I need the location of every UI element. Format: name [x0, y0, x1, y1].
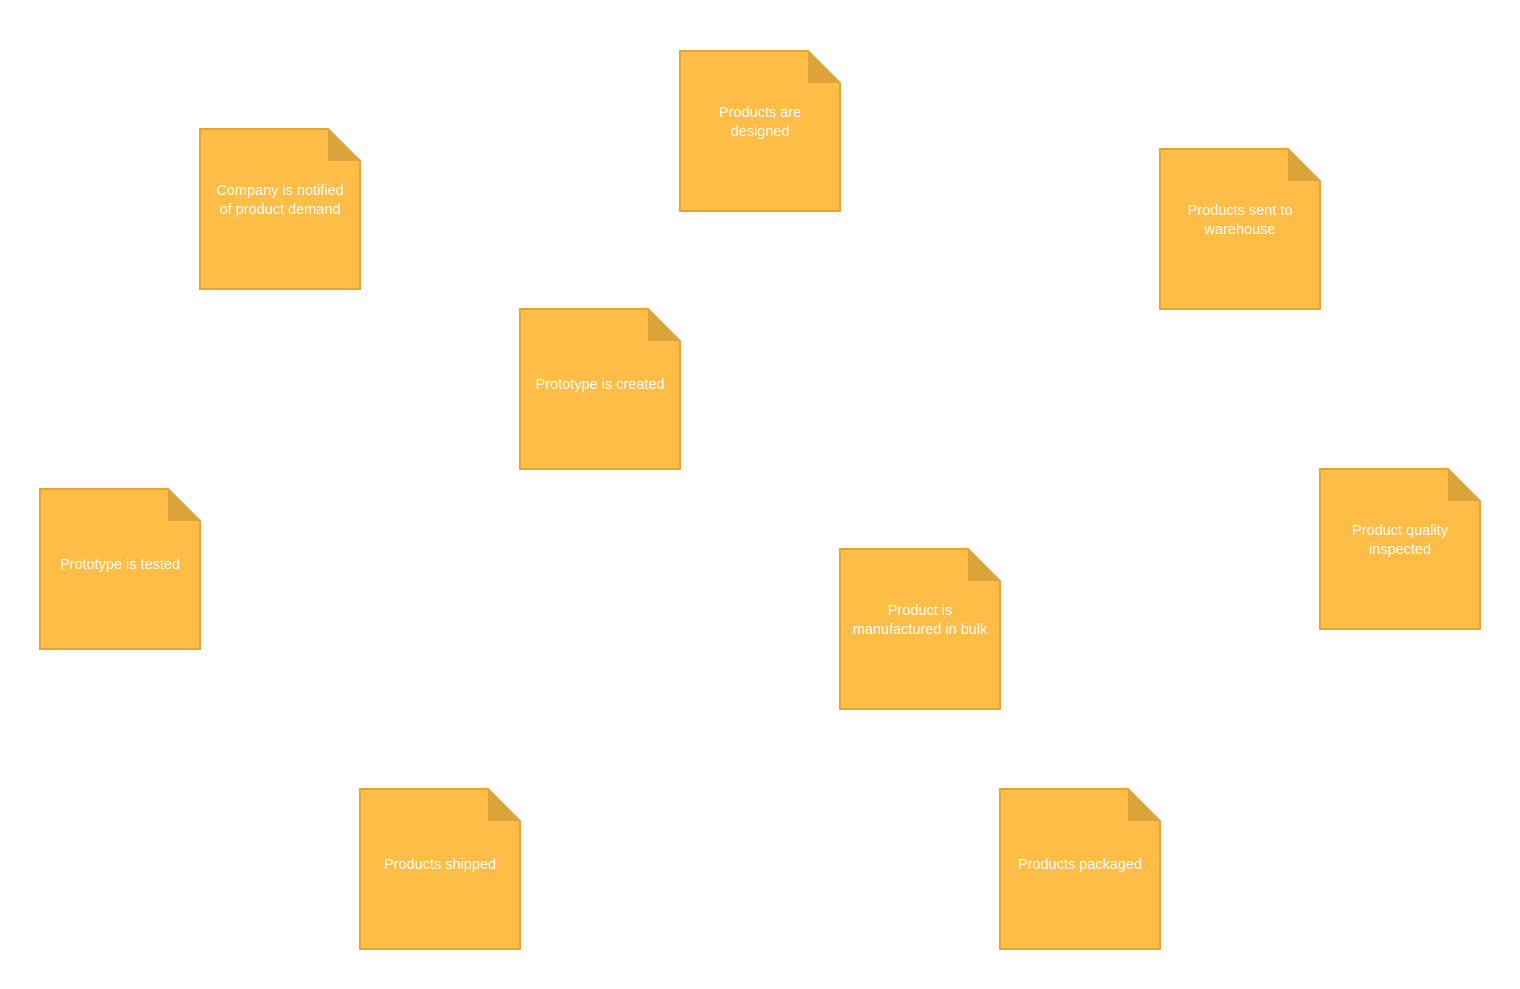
note-shape: [679, 50, 841, 212]
note-shape: [1319, 468, 1481, 630]
sticky-note-prototype-created[interactable]: Prototype is created: [519, 308, 681, 470]
note-label: Product is manufactured in bulk: [852, 603, 988, 638]
sticky-note-products-designed[interactable]: Products are designed: [679, 50, 841, 212]
note-label: Products are designed: [718, 105, 802, 140]
note-shape: [999, 788, 1161, 950]
note-shape: [39, 488, 201, 650]
sticky-note-company-notified[interactable]: Company is notified of product demand: [199, 128, 361, 290]
sticky-note-quality-inspected[interactable]: Product quality inspected: [1319, 468, 1481, 630]
note-label: Products shipped: [383, 856, 497, 873]
note-shape: [359, 788, 521, 950]
note-label: Prototype is created: [535, 376, 665, 393]
note-shape: [839, 548, 1001, 710]
note-label: Company is notified of product demand: [216, 183, 344, 218]
note-shape: [519, 308, 681, 470]
note-label: Products packaged: [1017, 856, 1143, 873]
sticky-note-sent-to-warehouse[interactable]: Products sent to warehouse: [1159, 148, 1321, 310]
note-shape: [199, 128, 361, 290]
sticky-note-products-shipped[interactable]: Products shipped: [359, 788, 521, 950]
sticky-note-manufactured-in-bulk[interactable]: Product is manufactured in bulk: [839, 548, 1001, 710]
note-label: Products sent to warehouse: [1187, 203, 1293, 238]
note-label: Product quality inspected: [1352, 523, 1448, 558]
sticky-note-products-packaged[interactable]: Products packaged: [999, 788, 1161, 950]
note-shape: [1159, 148, 1321, 310]
note-label: Prototype is tested: [59, 556, 181, 573]
sticky-note-prototype-tested[interactable]: Prototype is tested: [39, 488, 201, 650]
